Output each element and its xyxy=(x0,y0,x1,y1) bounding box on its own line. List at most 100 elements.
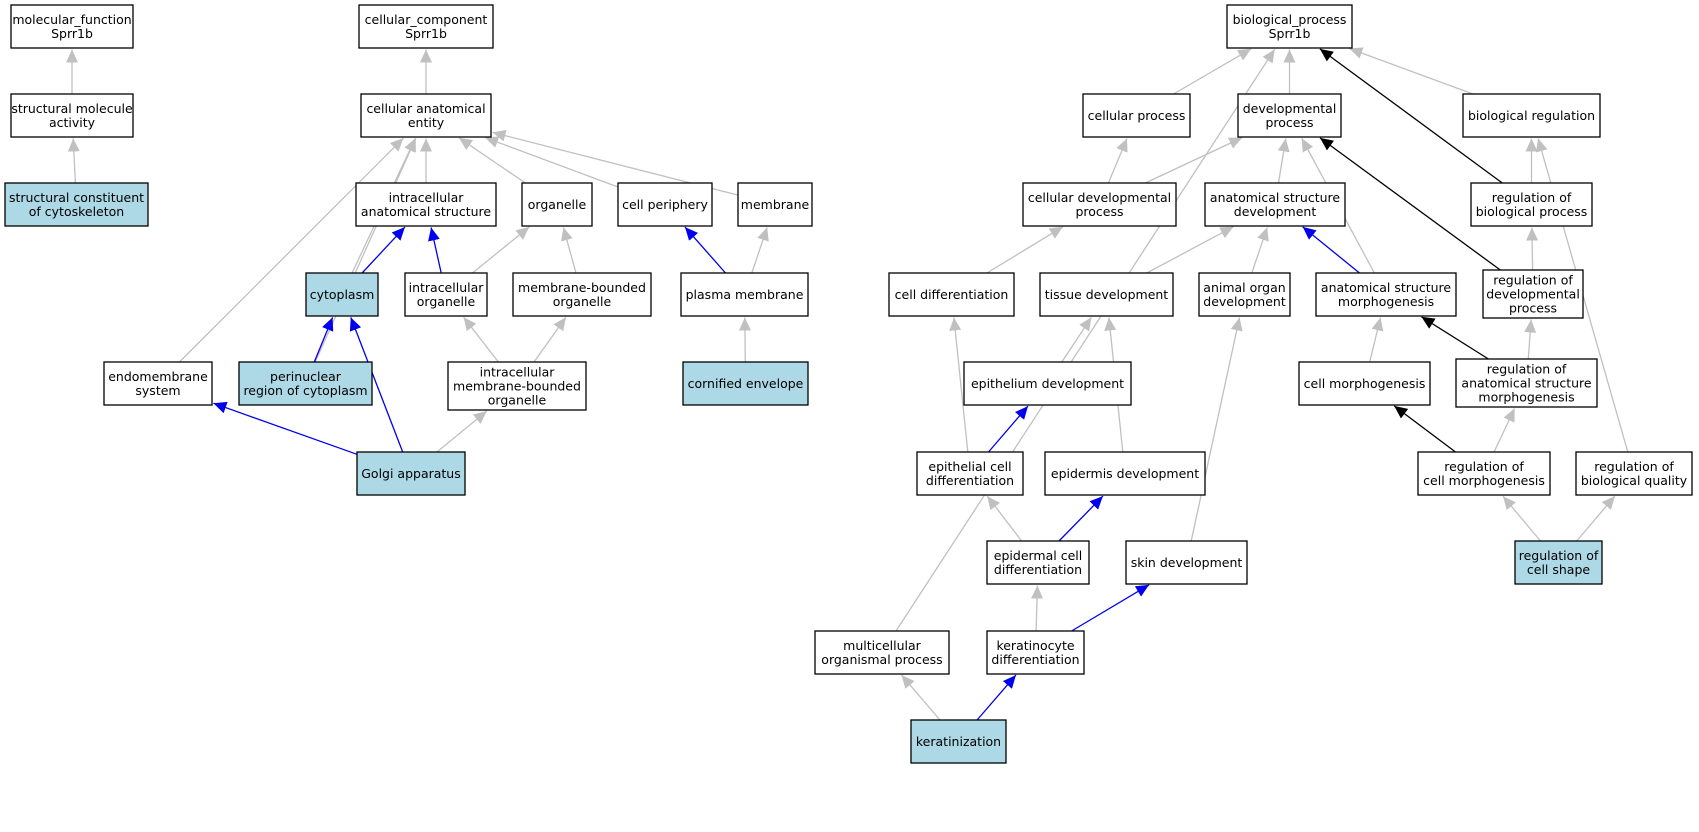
node-label-line: biological regulation xyxy=(1468,108,1595,123)
node-box xyxy=(986,630,1085,675)
edge-regulation-of-as-morphogenesis-to-anatomical-structure-morphogenesis xyxy=(1421,316,1489,360)
node-biological-regulation[interactable]: biological regulation xyxy=(1462,93,1601,138)
node-label-line: Sprr1b xyxy=(1269,26,1311,41)
node-tissue-development[interactable]: tissue development xyxy=(1039,272,1174,317)
node-box xyxy=(916,451,1024,496)
edge-line xyxy=(436,410,488,453)
node-cellular-process[interactable]: cellular process xyxy=(1082,93,1191,138)
node-box xyxy=(356,451,466,496)
node-box xyxy=(1044,451,1206,496)
edge-line xyxy=(1251,227,1269,274)
edge-golgi-apparatus-to-cytoplasm xyxy=(349,317,404,453)
node-label-line: system xyxy=(135,383,180,398)
edge-membrane-bounded-organelle-to-organelle xyxy=(561,227,577,274)
edge-organelle-to-cellular-anatomical-entity xyxy=(458,137,526,184)
edge-line xyxy=(1319,137,1501,271)
node-label-line: molecular_function xyxy=(12,12,131,27)
node-box xyxy=(1298,361,1431,406)
node-label-line: endomembrane xyxy=(108,369,208,384)
node-box xyxy=(1417,451,1551,496)
edge-line xyxy=(179,137,404,363)
node-cell-differentiation[interactable]: cell differentiation xyxy=(888,272,1015,317)
node-skin-development[interactable]: skin development xyxy=(1125,540,1248,585)
edge-intracellular-organelle-to-intracellular-anatomical-structure xyxy=(428,227,442,274)
node-organelle[interactable]: organelle xyxy=(521,182,593,227)
edge-line xyxy=(684,226,726,274)
edge-epithelium-development-to-tissue-development xyxy=(1061,316,1092,363)
edge-line xyxy=(1071,584,1150,632)
node-label-line: keratinization xyxy=(916,734,1001,749)
edge-line xyxy=(1524,319,1537,360)
node-golgi-apparatus[interactable]: Golgi apparatus xyxy=(356,451,466,496)
node-box xyxy=(1039,272,1174,317)
edge-keratinocyte-differentiation-to-skin-development xyxy=(1071,584,1150,632)
node-label-line: region of cytoplasm xyxy=(243,383,367,398)
edge-cell-periphery-to-cellular-anatomical-entity xyxy=(484,136,619,188)
node-label-line: regulation of xyxy=(1487,362,1567,377)
node-box xyxy=(1455,358,1598,408)
node-label-line: intracellular xyxy=(389,190,465,205)
node-membrane[interactable]: membrane xyxy=(737,182,813,227)
node-epithelium-development[interactable]: epithelium development xyxy=(963,361,1132,406)
edge-line xyxy=(1277,138,1290,184)
node-box xyxy=(4,182,149,227)
node-plasma-membrane[interactable]: plasma membrane xyxy=(680,272,809,317)
node-box xyxy=(963,361,1132,406)
edge-perinuclear-region-to-cytoplasm xyxy=(313,317,334,363)
edge-golgi-apparatus-to-intracellular-mb-organelle xyxy=(436,410,488,453)
node-epidermis-development[interactable]: epidermis development xyxy=(1044,451,1206,496)
node-label-line: organelle xyxy=(417,294,476,309)
edge-line xyxy=(1061,316,1092,363)
edge-line xyxy=(1421,316,1489,360)
node-keratinization[interactable]: keratinization xyxy=(910,719,1007,764)
node-cytoplasm[interactable]: cytoplasm xyxy=(305,272,379,317)
edge-tissue-development-to-anatomical-structure-development xyxy=(1146,226,1234,274)
node-label-line: biological_process xyxy=(1233,12,1347,27)
node-box xyxy=(1022,182,1177,227)
edge-line xyxy=(738,317,751,363)
edge-line xyxy=(1493,408,1516,453)
node-label-line: cellular process xyxy=(1088,108,1186,123)
node-label-line: membrane-bounded xyxy=(518,280,646,295)
node-box xyxy=(1198,272,1291,317)
edge-regulation-of-as-morphogenesis-to-regulation-of-developmental-process xyxy=(1524,319,1537,360)
node-label-line: development xyxy=(1234,204,1317,219)
edge-golgi-apparatus-to-endomembrane-system xyxy=(213,401,358,455)
node-box xyxy=(1125,540,1248,585)
node-cell-periphery[interactable]: cell periphery xyxy=(617,182,713,227)
node-label-line: morphogenesis xyxy=(1338,294,1434,309)
node-cell-morphogenesis[interactable]: cell morphogenesis xyxy=(1298,361,1431,406)
node-box xyxy=(404,272,488,317)
node-cornified-envelope[interactable]: cornified envelope xyxy=(682,361,809,406)
node-box xyxy=(680,272,809,317)
node-label-line: multicellular xyxy=(843,638,922,653)
